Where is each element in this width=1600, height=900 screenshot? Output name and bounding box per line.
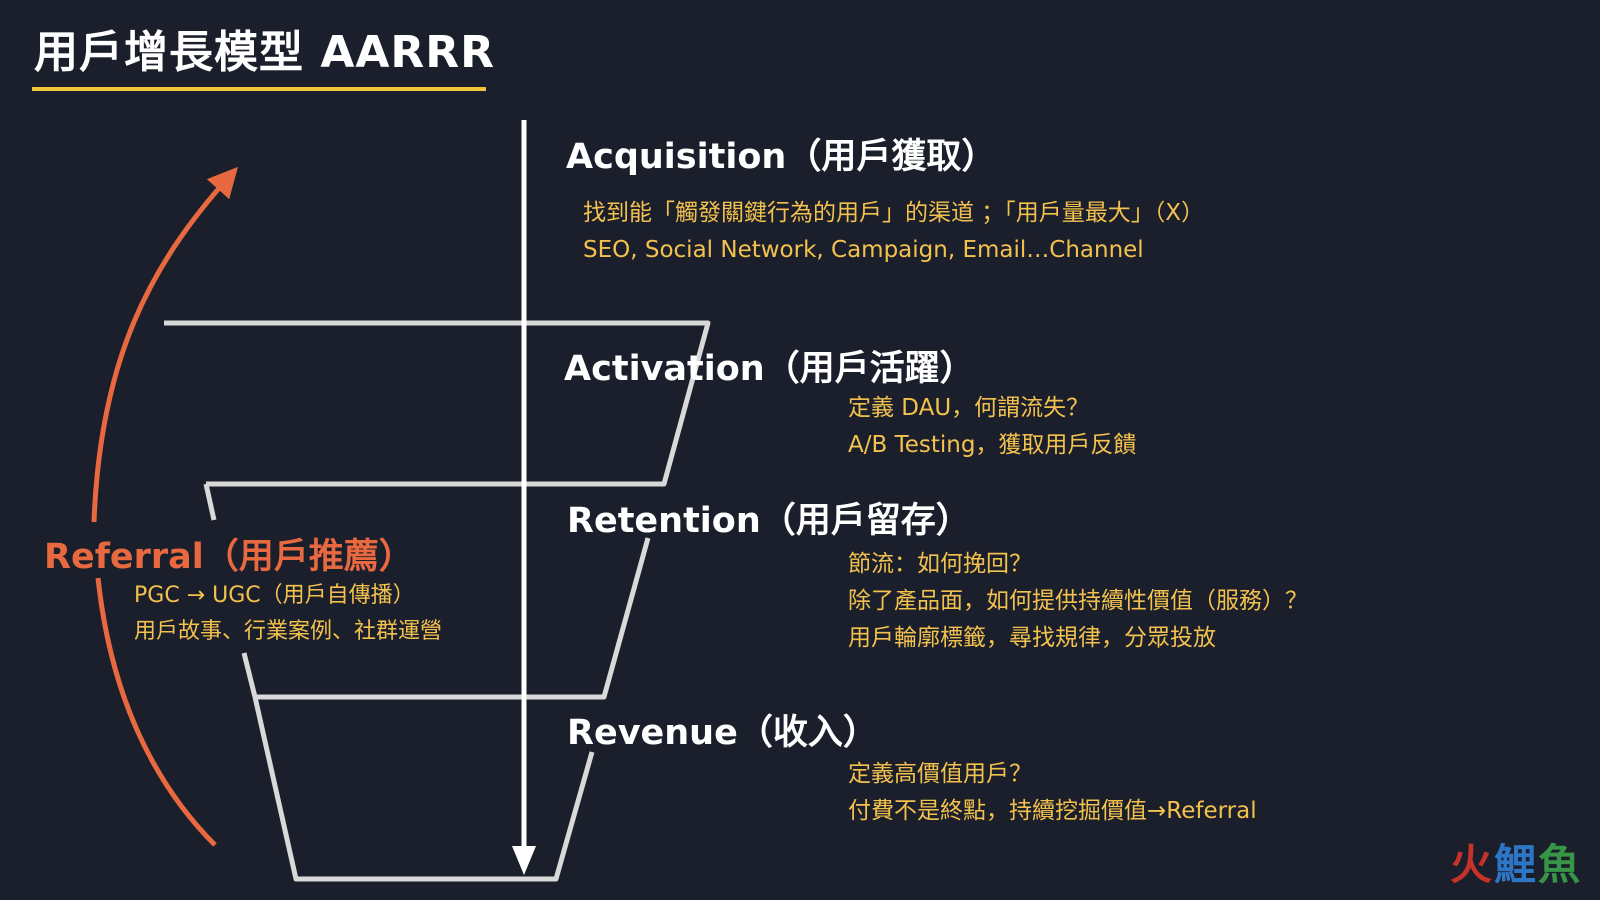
stage-desc-line: A/B Testing，獲取用戶反饋 bbox=[848, 432, 1137, 458]
referral-desc-line: 用戶故事、行業案例、社群運營 bbox=[134, 619, 443, 644]
stage-desc-retention: 節流：如何挽回？ 除了產品面，如何提供持續性價值（服務）？ 用戶輪廓標籤，尋找規… bbox=[848, 546, 1308, 657]
funnel-activation-section bbox=[164, 320, 711, 487]
stage-desc-line: 定義高價值用戶？ bbox=[848, 761, 1032, 787]
stage-desc-line: 除了產品面，如何提供持續性價值（服務）？ bbox=[848, 588, 1308, 614]
stage-title-revenue: Revenue（收入） bbox=[567, 713, 878, 753]
stage-title-retention: Retention（用戶留存） bbox=[567, 501, 971, 541]
stage-desc-line: 用戶輪廓標籤，尋找規律，分眾投放 bbox=[848, 625, 1216, 651]
stage-desc-line: SEO, Social Network, Campaign, Email…Cha… bbox=[583, 237, 1144, 263]
referral-title: Referral（用戶推薦） bbox=[44, 537, 414, 577]
funnel-retention-section bbox=[241, 537, 651, 700]
stage-title-activation: Activation（用戶活躍） bbox=[564, 349, 975, 389]
referral-desc-line: PGC → UGC（用戶自傳播） bbox=[134, 583, 415, 608]
funnel-revenue-section bbox=[252, 696, 595, 882]
referral-arrow-upper bbox=[91, 166, 239, 523]
title-underline bbox=[32, 87, 486, 91]
stage-desc-line: 定義 DAU，何謂流失？ bbox=[848, 395, 1090, 421]
stage-desc-line: 找到能「觸發關鍵行為的用戶」的渠道 ；「用戶量最大」（X） bbox=[583, 200, 1205, 226]
referral-arrow-lower bbox=[95, 577, 217, 847]
stage-desc-line: 付費不是終點，持續挖掘價值→Referral bbox=[848, 798, 1257, 824]
referral-desc: PGC → UGC（用戶自傳播） 用戶故事、行業案例、社群運營 bbox=[134, 578, 442, 650]
watermark-char: 火 bbox=[1449, 840, 1494, 889]
stage-title-acquisition: Acquisition（用戶獲取） bbox=[566, 137, 997, 177]
watermark-char: 魚 bbox=[1537, 840, 1582, 889]
stage-desc-acquisition: 找到能「觸發關鍵行為的用戶」的渠道 ；「用戶量最大」（X） SEO, Socia… bbox=[583, 195, 1204, 269]
center-arrow-head bbox=[512, 846, 536, 875]
watermark-logo: 火鯉魚 bbox=[1450, 831, 1582, 892]
watermark-char: 鯉 bbox=[1493, 840, 1538, 889]
stage-desc-revenue: 定義高價值用戶？ 付費不是終點，持續挖掘價值→Referral bbox=[848, 756, 1257, 830]
page-title: 用戶增長模型 AARRR bbox=[34, 27, 496, 78]
stage-desc-line: 節流：如何挽回？ bbox=[848, 551, 1032, 577]
stage-desc-activation: 定義 DAU，何謂流失？ A/B Testing，獲取用戶反饋 bbox=[848, 390, 1136, 464]
funnel-activation-left-stub bbox=[203, 483, 217, 521]
